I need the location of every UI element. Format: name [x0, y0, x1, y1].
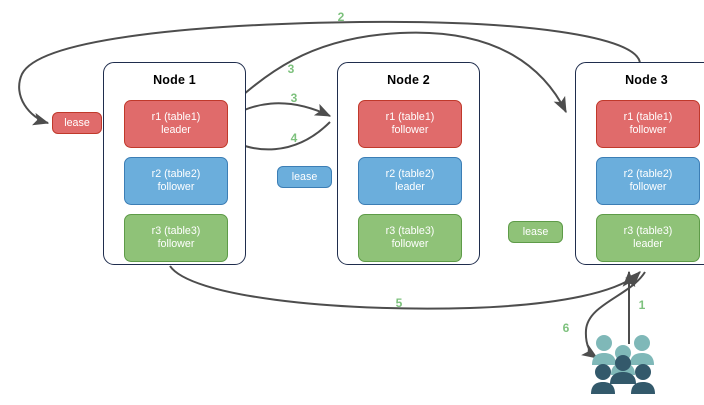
replica-role-label: follower	[391, 124, 429, 136]
replica-r3[interactable]: r3 (table3) follower	[124, 214, 228, 262]
replica-role-label: leader	[161, 124, 191, 136]
edge-2-lease-transfer	[18, 20, 641, 126]
node-box-3[interactable]: Node 3 r1 (table1) follower r2 (table2) …	[575, 62, 704, 265]
step-label-3-lower: 3	[290, 91, 298, 105]
edge-3-node1-to-node3	[211, 31, 567, 123]
replica-range-label: r2 (table2)	[385, 168, 435, 180]
replica-range-label: r2 (table2)	[151, 168, 201, 180]
replica-range-label: r1 (table1)	[385, 111, 435, 123]
replica-role-label: follower	[629, 124, 667, 136]
edge-6-response-to-client	[581, 271, 646, 359]
replica-role-label: follower	[157, 238, 195, 250]
users-group-icon	[591, 335, 655, 394]
replica-role-label: leader	[633, 238, 663, 250]
replica-role-label: follower	[391, 238, 429, 250]
replica-range-label: r3 (table3)	[385, 225, 435, 237]
replica-range-label: r2 (table2)	[623, 168, 673, 180]
replica-range-label: r1 (table1)	[623, 111, 673, 123]
node-box-1[interactable]: Node 1 r1 (table1) leader r2 (table2) fo…	[103, 62, 246, 265]
edge-5-node1-to-node3	[169, 265, 641, 310]
lease-badge-green[interactable]: lease	[508, 221, 563, 243]
replica-r1[interactable]: r1 (table1) follower	[358, 100, 462, 148]
replica-role-label: leader	[395, 181, 425, 193]
replica-r1[interactable]: r1 (table1) leader	[124, 100, 228, 148]
step-label-5: 5	[395, 296, 403, 310]
lease-label: lease	[522, 226, 549, 238]
lease-label: lease	[64, 117, 90, 129]
replica-range-label: r3 (table3)	[151, 225, 201, 237]
step-label-3-upper: 3	[287, 62, 295, 76]
replica-r3[interactable]: r3 (table3) follower	[358, 214, 462, 262]
lease-label: lease	[291, 171, 318, 183]
replica-r2[interactable]: r2 (table2) follower	[596, 157, 700, 205]
node-title: Node 2	[387, 73, 430, 87]
step-label-1: 1	[638, 298, 646, 312]
step-label-6: 6	[562, 321, 570, 335]
replica-range-label: r1 (table1)	[151, 111, 201, 123]
replica-range-label: r3 (table3)	[623, 225, 673, 237]
node-title: Node 3	[625, 73, 668, 87]
lease-badge-blue[interactable]: lease	[277, 166, 332, 188]
replica-r1[interactable]: r1 (table1) follower	[596, 100, 700, 148]
replica-role-label: follower	[629, 181, 667, 193]
replica-role-label: follower	[157, 181, 195, 193]
node-title: Node 1	[153, 73, 196, 87]
replica-r2[interactable]: r2 (table2) follower	[124, 157, 228, 205]
lease-badge-red[interactable]: lease	[52, 112, 102, 134]
step-label-2: 2	[337, 10, 345, 24]
replica-r3[interactable]: r3 (table3) leader	[596, 214, 700, 262]
replica-r2[interactable]: r2 (table2) leader	[358, 157, 462, 205]
step-label-4: 4	[290, 131, 298, 145]
node-box-2[interactable]: Node 2 r1 (table1) follower r2 (table2) …	[337, 62, 480, 265]
